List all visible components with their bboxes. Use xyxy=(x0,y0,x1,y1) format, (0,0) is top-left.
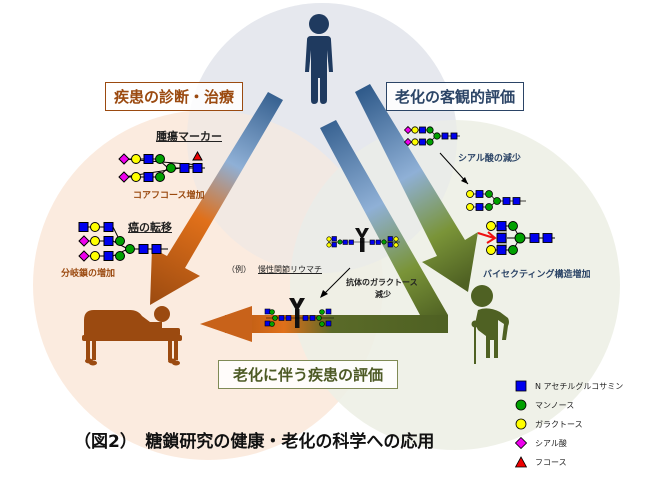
arrow-elderly-to-disease xyxy=(252,120,448,333)
label-tumor-marker: 腫瘍マーカー xyxy=(156,130,222,143)
legend-label: N アセチルグルコサミン xyxy=(535,381,624,391)
label-core-fucose: コアフコース増加 xyxy=(133,191,205,201)
legend-item: ガラクトース xyxy=(515,418,583,430)
arrow-health-to-patient xyxy=(150,92,283,305)
legend-item: マンノース xyxy=(515,399,574,411)
figure-title: （図2） 糖鎖研究の健康・老化の科学への応用 xyxy=(74,432,435,452)
glycan-bisecting xyxy=(486,221,555,255)
label-antibody-galactose: 抗体のガラクトース xyxy=(346,278,418,287)
box-aging-disease-eval: 老化に伴う疾患の評価 xyxy=(218,360,399,389)
glycan-metastasis xyxy=(78,222,168,262)
magenta-diamond-icon xyxy=(515,437,527,449)
elderly-person-icon xyxy=(471,285,509,364)
box-diagnosis-treatment: 疾患の診断・治療 xyxy=(105,82,244,111)
red-arrow-bisecting xyxy=(477,231,497,244)
legend-item: シアル酸 xyxy=(515,437,567,449)
green-circle-icon xyxy=(515,399,527,411)
arrow-health-to-elderly xyxy=(355,84,478,292)
patient-lying-icon xyxy=(82,306,182,366)
antibody-agalactosylated xyxy=(264,298,334,328)
glycan-aging-asialo xyxy=(466,190,526,211)
arrow-galactose-decrease xyxy=(321,267,351,297)
legend-label: ガラクトース xyxy=(535,419,583,429)
label-example-prefix: （例） xyxy=(227,265,251,274)
legend-label: フコース xyxy=(535,457,567,467)
label-cancer-metastasis: 癌の転移 xyxy=(128,221,172,234)
label-sialic-decrease: シアル酸の減少 xyxy=(458,154,521,164)
box-aging-objective-eval: 老化の客観的評価 xyxy=(386,82,525,111)
label-antibody-galactose-decrease: 減少 xyxy=(375,290,391,299)
legend-item: フコース xyxy=(515,456,567,468)
antibody-galactosylated xyxy=(326,228,400,252)
label-rheumatoid-arthritis: 慢性関節リウマチ xyxy=(258,265,322,274)
glycan-aging-sialylated xyxy=(403,125,460,147)
yellow-circle-icon xyxy=(515,418,527,430)
blue-square-icon xyxy=(515,380,527,392)
label-bisecting-increase: バイセクティング構造増加 xyxy=(483,270,591,280)
legend-label: シアル酸 xyxy=(535,438,567,448)
glycan-tumor-marker xyxy=(118,150,205,183)
legend-label: マンノース xyxy=(535,400,575,410)
red-triangle-icon xyxy=(515,456,527,468)
healthy-person-icon xyxy=(305,14,333,104)
legend-item: N アセチルグルコサミン xyxy=(515,380,623,392)
label-branching-increase: 分岐鎖の増加 xyxy=(61,269,116,279)
